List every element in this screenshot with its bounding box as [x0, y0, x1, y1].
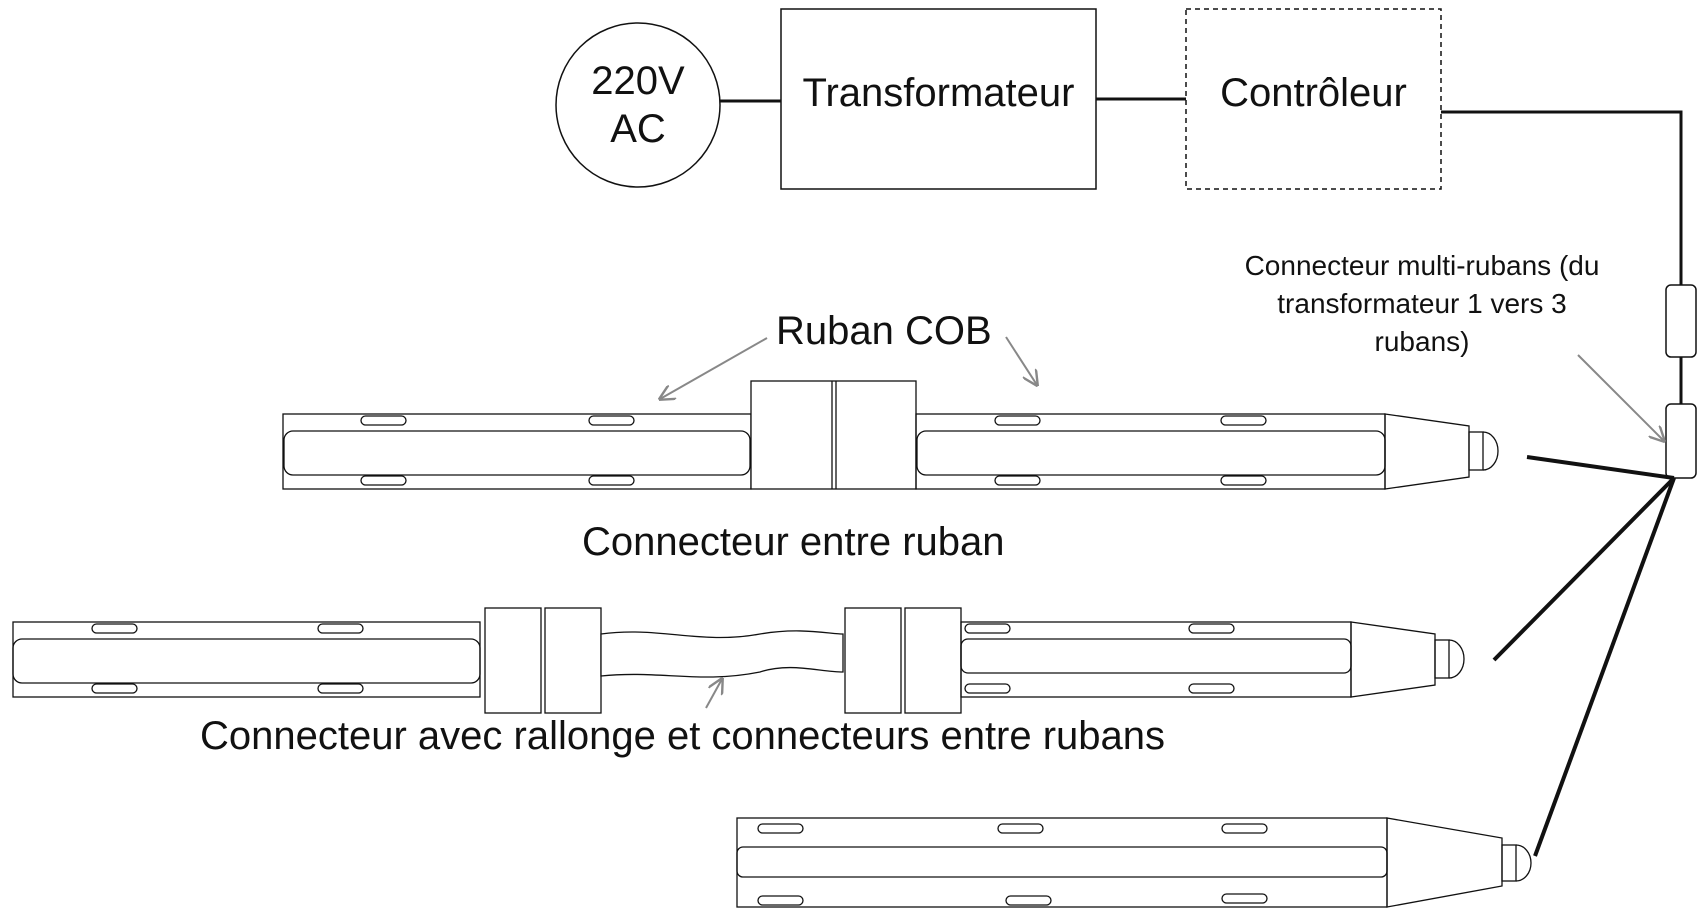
connector-extension-label: Connecteur avec rallonge et connecteurs … [200, 714, 1166, 758]
ribbon-2 [12, 607, 1465, 714]
power-source-voltage: 220V [591, 59, 685, 103]
ribbon-3 [736, 817, 1532, 908]
arrow-ribbon-right [1005, 336, 1037, 385]
top-wires [720, 97, 1683, 404]
power-source-label: 220V AC [556, 48, 720, 162]
ribbon-cob-label: Ruban COB [776, 309, 992, 353]
connector-between-label: Connecteur entre ruban [582, 520, 1005, 564]
transformer-label: Transformateur [802, 71, 1075, 115]
ribbon-1 [282, 380, 1499, 490]
multi-connector-label-line1: Connecteur multi-rubans (du [1244, 250, 1600, 281]
power-source-type: AC [610, 107, 666, 151]
extension-cable [600, 630, 844, 678]
controller-label: Contrôleur [1220, 71, 1407, 115]
multi-connector-label-line2: transformateur 1 vers 3 [1277, 288, 1567, 319]
arrow-ribbon-left [660, 337, 768, 399]
controller-box [1185, 8, 1442, 190]
ribbon-joint-connector [750, 380, 917, 490]
pointer-arrows [660, 336, 1664, 709]
branch-wires [1492, 455, 1676, 857]
arrow-extension-cable [705, 679, 722, 709]
power-source-circle [555, 22, 721, 188]
arrow-multi-connector [1577, 354, 1664, 441]
multi-connector-label-line3: rubans) [1374, 326, 1470, 357]
multi-connector-label: Connecteur multi-rubans (du transformate… [1192, 247, 1652, 361]
